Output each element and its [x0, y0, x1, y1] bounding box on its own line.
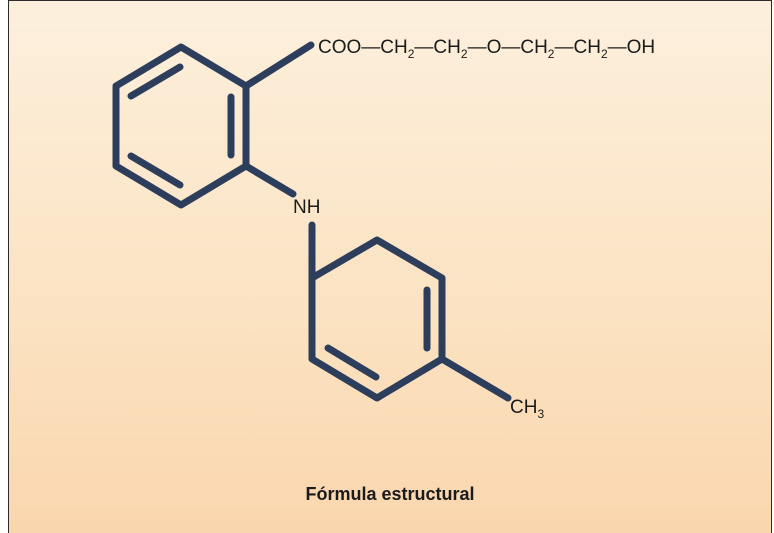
methyl-label: CH3: [510, 397, 544, 421]
benzene-ring-outline: [112, 43, 250, 209]
benzene-double-bond-2: [127, 63, 184, 100]
diagram-caption: Fórmula estructural: [305, 484, 475, 504]
bond-ring-to-ester: [242, 41, 315, 90]
lower-ring: [308, 236, 446, 402]
amine-label: NH: [293, 197, 320, 218]
lower-ring-double-bond-2: [324, 344, 380, 381]
benzene-ring-top: [112, 43, 250, 209]
benzene-double-bond-3: [127, 152, 184, 189]
diagram-frame: [8, 0, 772, 533]
ester-chain-label: COO—CH2—CH2—O—CH2—CH2—OH: [318, 37, 655, 61]
lower-ring-outline: [308, 236, 446, 402]
bond-ring-to-amine: [242, 162, 297, 198]
bond-ring-to-methyl: [438, 355, 512, 402]
